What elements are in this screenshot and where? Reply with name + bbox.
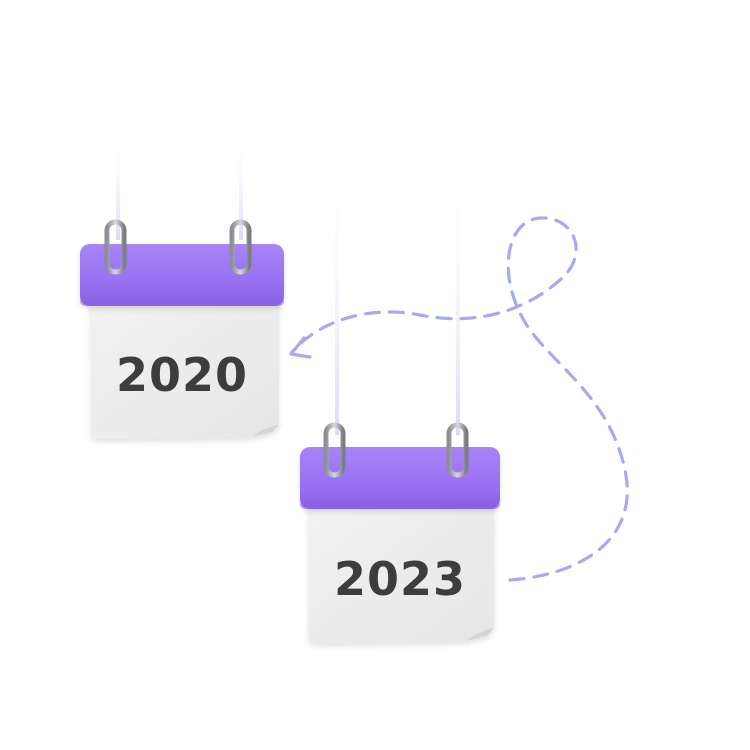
- ring-icon: [104, 219, 127, 275]
- calendar-page: [91, 298, 279, 439]
- hanging-string: [335, 150, 339, 435]
- hanging-string: [116, 130, 120, 240]
- arrow-head-icon: [289, 336, 312, 359]
- calendar-page: [309, 505, 494, 643]
- calendar-icon: 2020: [80, 130, 284, 439]
- dashed-path: [289, 216, 629, 582]
- ring-icon: [323, 422, 346, 478]
- hanging-string: [456, 150, 460, 435]
- ring-icon: [229, 219, 252, 275]
- hanging-string: [239, 130, 243, 240]
- calendar-icon: 2023: [300, 150, 500, 643]
- ring-icon: [446, 422, 469, 478]
- calendar-year-label: 2023: [334, 552, 466, 606]
- calendar-year-label: 2020: [116, 348, 248, 402]
